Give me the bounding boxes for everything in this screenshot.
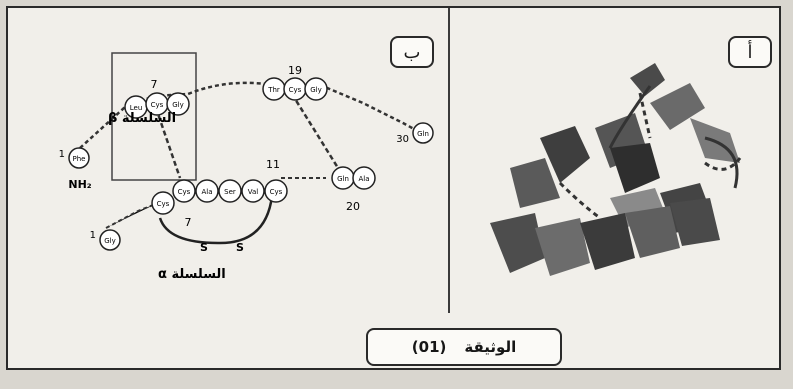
svg-text:Ala: Ala: [201, 188, 212, 196]
alpha-start-residue: Gly 1: [90, 229, 121, 251]
svg-text:Cys: Cys: [178, 188, 191, 196]
svg-text:Cys: Cys: [157, 200, 170, 208]
figure-frame: Leu Cys Gly Thr Cys Gly Gln Ala: [6, 6, 781, 370]
alpha-residue: Cys: [172, 179, 196, 203]
position-label: 7: [185, 216, 192, 229]
svg-text:1: 1: [59, 149, 65, 160]
position-label: 11: [266, 158, 280, 171]
svg-text:Ser: Ser: [224, 188, 236, 196]
beta-residue: Cys: [283, 77, 307, 101]
nh2-terminal: NH₂: [68, 178, 91, 191]
disulfide-bridge: [158, 195, 274, 245]
svg-text:1: 1: [90, 230, 96, 241]
svg-text:Gly: Gly: [310, 86, 322, 94]
svg-text:Gln: Gln: [337, 175, 349, 183]
beta-residue: Gln: [331, 166, 355, 190]
svg-text:Gln: Gln: [417, 130, 429, 138]
document-caption: الوثيقة (01): [366, 328, 562, 366]
beta-chain-label: السلسلة β: [108, 111, 176, 126]
svg-text:Val: Val: [248, 188, 259, 196]
sulfur-label: S: [200, 241, 208, 254]
beta-fold-link: [290, 93, 340, 169]
alpha-residue: Ala: [195, 179, 219, 203]
panel-divider: [448, 8, 450, 313]
position-label: 7: [151, 78, 158, 91]
caption-word: الوثيقة: [464, 338, 517, 356]
caption-number: (01): [411, 338, 447, 356]
svg-text:Ala: Ala: [358, 175, 369, 183]
svg-text:Gly: Gly: [172, 101, 184, 109]
beta-residue: Thr: [262, 77, 286, 101]
panel-label-a: أ: [728, 36, 772, 68]
beta-start-residue: Phe 1: [59, 147, 90, 169]
highlight-box: [111, 52, 197, 181]
beta-residue: Gly: [304, 77, 328, 101]
sulfur-label: S: [236, 241, 244, 254]
svg-text:Cys: Cys: [289, 86, 302, 94]
alpha-residue: Cys: [151, 191, 175, 215]
alpha-chain-label: السلسلة α: [158, 267, 226, 282]
insulin-chain-diagram: Leu Cys Gly Thr Cys Gly Gln Ala: [59, 52, 434, 282]
protein-ribbon-structure: [490, 63, 742, 276]
alpha-residue: Val: [241, 179, 265, 203]
svg-text:Gly: Gly: [104, 237, 116, 245]
panel-label-b: ب: [390, 36, 434, 68]
beta-end-residue: Gln 30: [396, 122, 434, 145]
svg-text:Leu: Leu: [130, 104, 143, 112]
position-label: 20: [346, 200, 360, 213]
beta-residue: Gly: [166, 92, 190, 116]
svg-text:Phe: Phe: [73, 155, 86, 163]
beta-residue: Ala: [352, 166, 376, 190]
svg-text:Cys: Cys: [151, 101, 164, 109]
alpha-chain-path: [105, 202, 159, 229]
alpha-beta-link: [154, 107, 182, 179]
svg-text:Cys: Cys: [270, 188, 283, 196]
alpha-residue: Ser: [218, 179, 242, 203]
svg-text:Thr: Thr: [267, 86, 280, 94]
svg-text:30: 30: [396, 134, 409, 145]
position-label: 19: [288, 64, 302, 77]
alpha-residue: Cys: [264, 179, 288, 203]
